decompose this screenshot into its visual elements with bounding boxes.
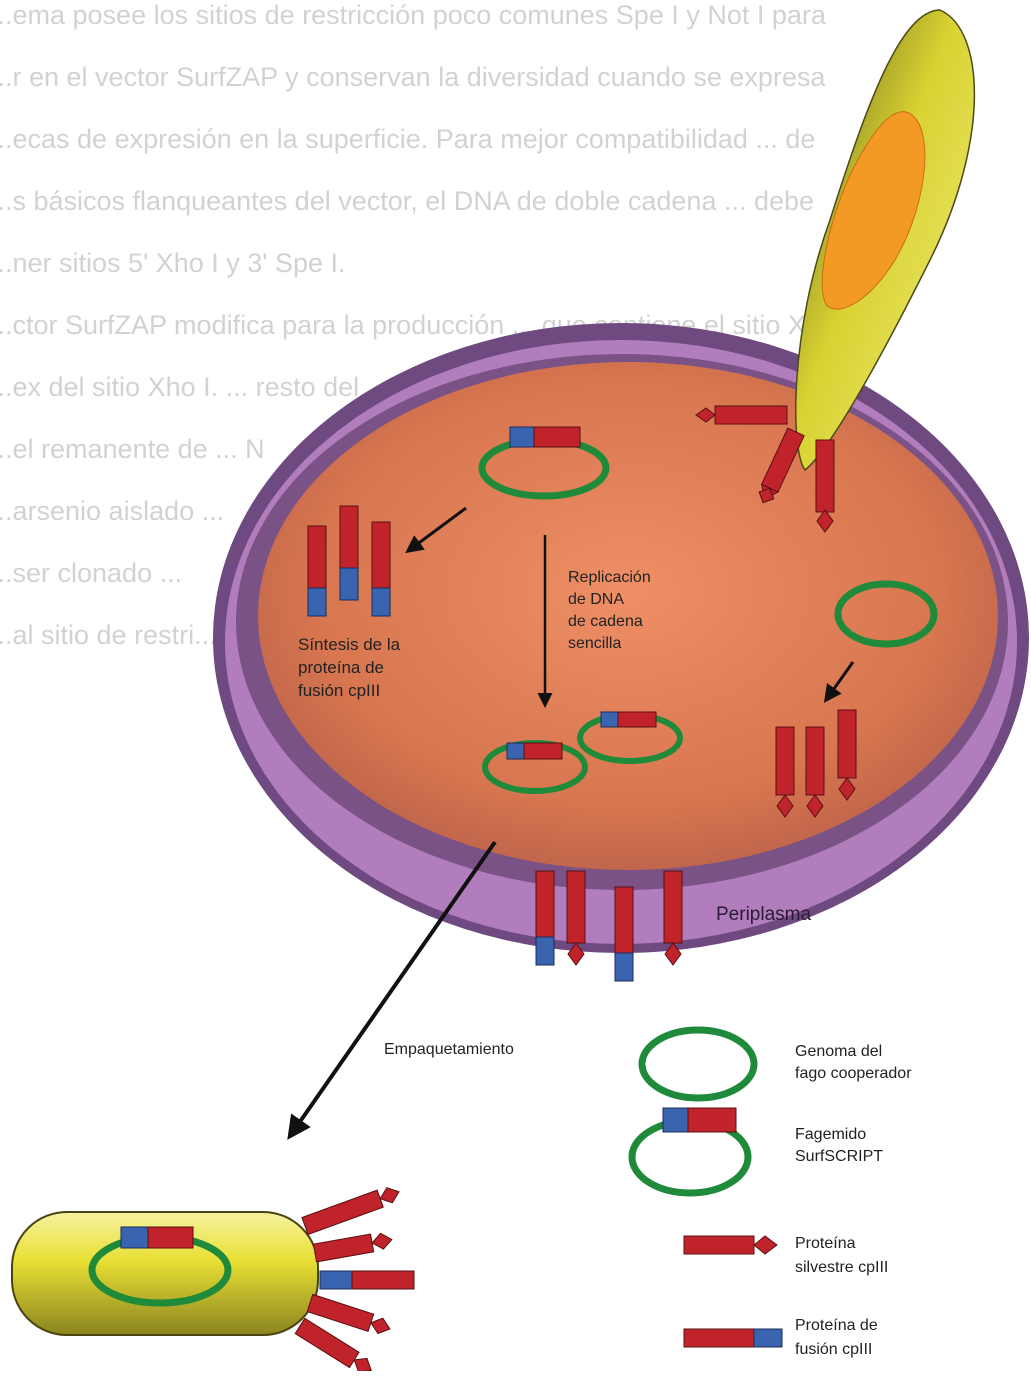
phagemid-icon bbox=[632, 1108, 748, 1193]
wild-protein-icon bbox=[684, 1236, 777, 1254]
legend-phagemid-line2: SurfSCRIPT bbox=[795, 1148, 883, 1165]
legend: Genoma del fago cooperador Fagemido Surf… bbox=[632, 1030, 912, 1358]
legend-fusion-protein-line2: fusión cpIII bbox=[795, 1341, 872, 1358]
replication-label-line1: Replicación bbox=[568, 569, 651, 586]
replication-label-line4: sencilla bbox=[568, 635, 621, 652]
legend-wild-protein-line1: Proteína bbox=[795, 1235, 856, 1252]
replication-label-line3: de cadena bbox=[568, 613, 643, 630]
replication-label-line2: de DNA bbox=[568, 591, 624, 608]
periplasm-label: Periplasma bbox=[716, 904, 811, 925]
background-text-line: ...ctor SurfZAP modifica para la producc… bbox=[0, 310, 881, 340]
background-text-line: ...ema posee los sitios de restricción p… bbox=[0, 0, 827, 30]
phage-particle bbox=[12, 1212, 318, 1335]
background-text-line: ...el remanente de ... N bbox=[0, 434, 265, 464]
background-text-line: ...ecas de expresión en la superficie. P… bbox=[0, 124, 815, 154]
tail-protein-vertical bbox=[816, 440, 834, 532]
helper-phage-genome-icon bbox=[642, 1030, 754, 1098]
synthesis-label-line1: Síntesis de la bbox=[298, 635, 401, 654]
background-text-line: ...ser clonado ... bbox=[0, 558, 182, 588]
legend-fusion-protein-line1: Proteína de bbox=[795, 1317, 878, 1334]
legend-wild-protein-line2: silvestre cpIII bbox=[795, 1259, 888, 1276]
packaging-label: Empaquetamiento bbox=[384, 1041, 514, 1058]
background-text-line: ...ex del sitio Xho I. ... resto del bbox=[0, 372, 359, 402]
background-text-line: ...ner sitios 5' Xho I y 3' Spe I. bbox=[0, 248, 345, 278]
synthesis-label-line3: fusión cpIII bbox=[298, 681, 380, 700]
fusion-protein-icon bbox=[684, 1329, 782, 1347]
legend-helper-genome-line2: fago cooperador bbox=[795, 1065, 912, 1082]
background-text-line: ...al sitio de restri... bbox=[0, 620, 217, 650]
legend-helper-genome-line1: Genoma del bbox=[795, 1043, 882, 1060]
synthesis-label-line2: proteína de bbox=[298, 658, 384, 677]
legend-phagemid-line1: Fagemido bbox=[795, 1126, 866, 1143]
background-text-line: ...s básicos flanqueantes del vector, el… bbox=[0, 186, 814, 216]
background-text-line: ...r en el vector SurfZAP y conservan la… bbox=[0, 62, 826, 92]
background-text-line: ...arsenio aislado ... bbox=[0, 496, 224, 526]
